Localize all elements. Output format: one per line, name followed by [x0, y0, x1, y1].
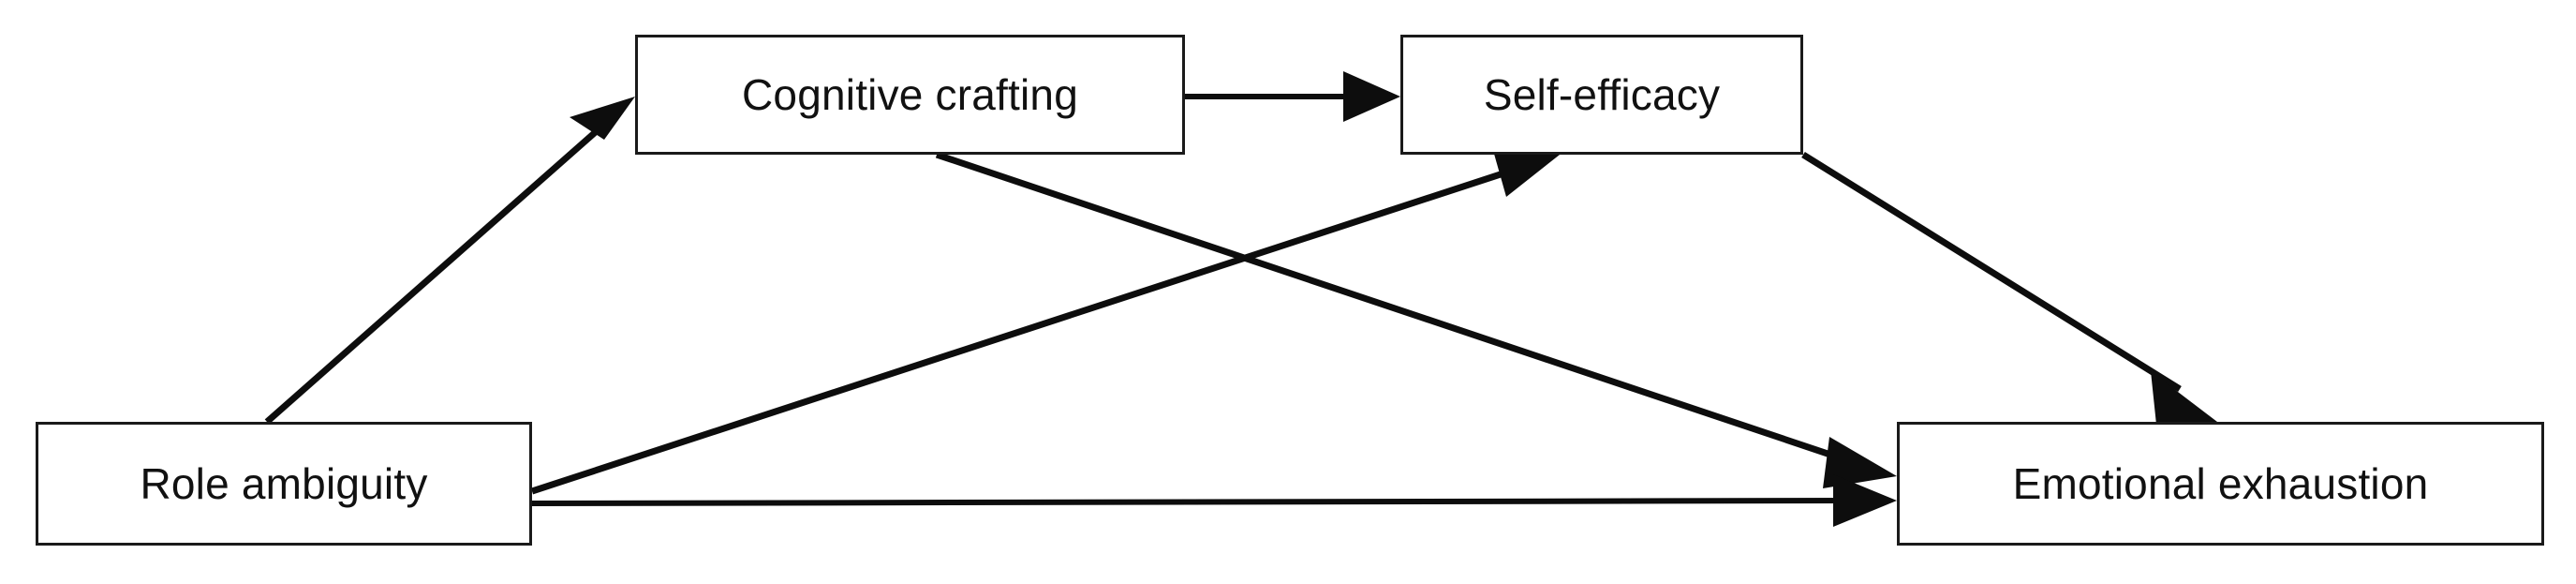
node-label-self-efficacy: Self-efficacy [1483, 69, 1721, 119]
arrowhead-icon [1833, 474, 1897, 527]
node-label-emotional-exhaustion: Emotional exhaustion [2012, 458, 2429, 508]
edge-self-efficacy-to-emotional-exhaustion [1801, 152, 2217, 425]
arrowhead-icon [1343, 71, 1400, 122]
node-self-efficacy[interactable]: Self-efficacy [1400, 35, 1803, 155]
arrowhead-icon [2151, 371, 2217, 425]
edge-role-ambiguity-to-self-efficacy [530, 147, 1560, 495]
edge-role-ambiguity-to-emotional-exhaustion [531, 474, 1897, 527]
node-label-role-ambiguity: Role ambiguity [140, 458, 428, 508]
arrowhead-icon [1823, 437, 1897, 488]
arrowhead-icon [570, 97, 635, 140]
node-role-ambiguity[interactable]: Role ambiguity [36, 422, 532, 546]
edge-cognitive-crafting-to-self-efficacy [1185, 71, 1400, 122]
arrowhead-icon [1492, 147, 1560, 197]
node-emotional-exhaustion[interactable]: Emotional exhaustion [1897, 422, 2544, 546]
edge-role-ambiguity-to-cognitive-crafting [264, 97, 635, 425]
edge-cognitive-crafting-to-emotional-exhaustion [935, 151, 1897, 488]
node-cognitive-crafting[interactable]: Cognitive crafting [635, 35, 1185, 155]
node-label-cognitive-crafting: Cognitive crafting [742, 69, 1078, 119]
